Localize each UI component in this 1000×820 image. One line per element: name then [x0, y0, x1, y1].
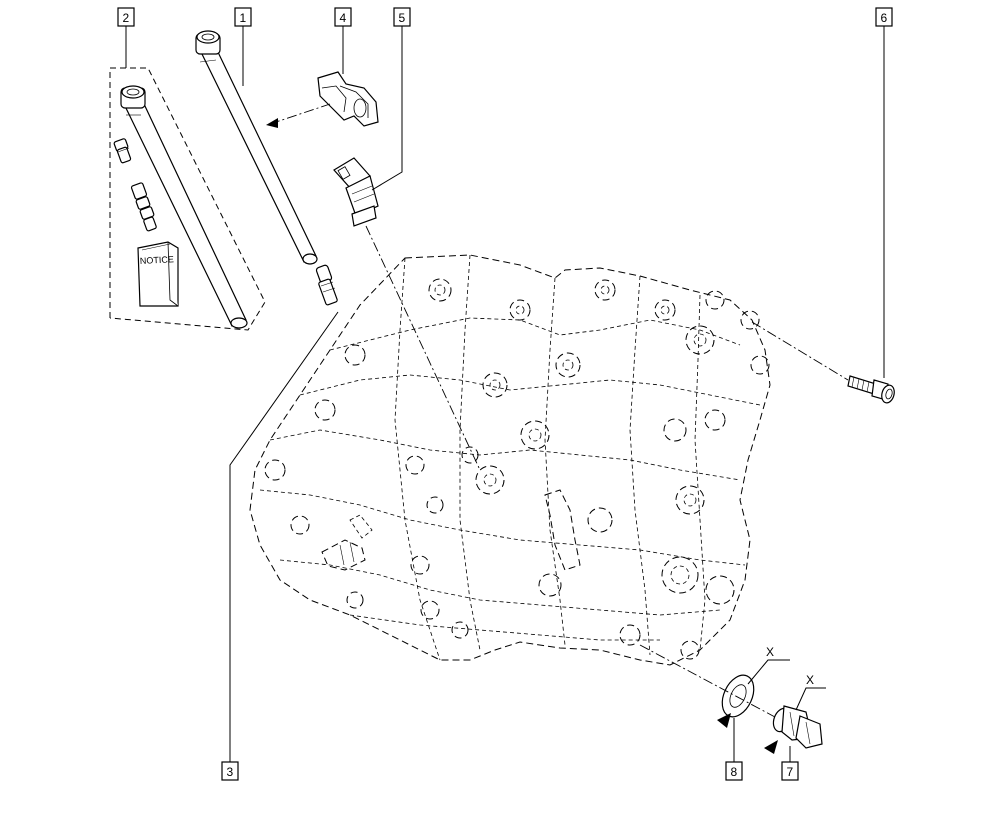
kit-adaptor-small	[113, 138, 132, 164]
svg-text:5: 5	[399, 11, 406, 25]
svg-text:8: 8	[731, 765, 738, 779]
sensor-5	[333, 26, 481, 471]
leader-3	[229, 311, 339, 762]
kit-dipstick	[120, 85, 248, 329]
gearbox-housing	[249, 254, 771, 666]
svg-text:2: 2	[123, 11, 130, 25]
callout-8: 8	[725, 761, 743, 781]
replace-mark-7: X	[806, 673, 814, 687]
svg-text:1: 1	[240, 11, 247, 25]
callout-3: 3	[221, 761, 239, 781]
kit-adaptor-long	[130, 182, 157, 232]
callout-5: 5	[393, 7, 411, 27]
callout-6: 6	[875, 7, 893, 27]
clip-4	[266, 26, 379, 128]
dipstick-1	[195, 26, 318, 265]
washer-8: X	[639, 644, 791, 762]
drain-plug-7: X	[764, 673, 826, 762]
svg-text:4: 4	[340, 11, 347, 25]
svg-text:3: 3	[227, 765, 234, 779]
svg-text:6: 6	[881, 11, 888, 25]
replace-mark-8: X	[766, 645, 774, 659]
kit-group-2	[109, 26, 266, 331]
bolt-6	[751, 26, 895, 404]
notice-booklet: NOTICE	[137, 241, 179, 307]
notice-label: NOTICE	[140, 254, 174, 266]
callout-1: 1	[234, 7, 252, 27]
callout-4: 4	[334, 7, 352, 27]
svg-text:7: 7	[787, 765, 794, 779]
callout-7: 7	[781, 761, 799, 781]
callout-2: 2	[117, 7, 135, 27]
dipstick-guide-tube	[315, 264, 338, 306]
